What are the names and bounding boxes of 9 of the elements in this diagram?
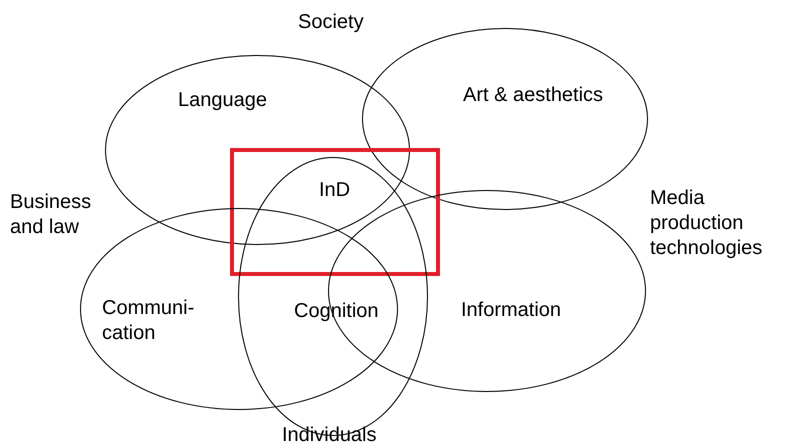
region-label: Art & aesthetics <box>463 83 604 108</box>
context-label: Business and law <box>10 190 92 240</box>
region-label: Communi- cation <box>102 296 196 346</box>
context-label: Media production technologies <box>650 186 764 261</box>
context-label: Individuals <box>282 423 377 444</box>
region-label: Language <box>178 88 267 113</box>
region-label: InD <box>319 178 350 203</box>
region-label: Information <box>461 298 562 323</box>
context-label: Society <box>298 10 364 35</box>
